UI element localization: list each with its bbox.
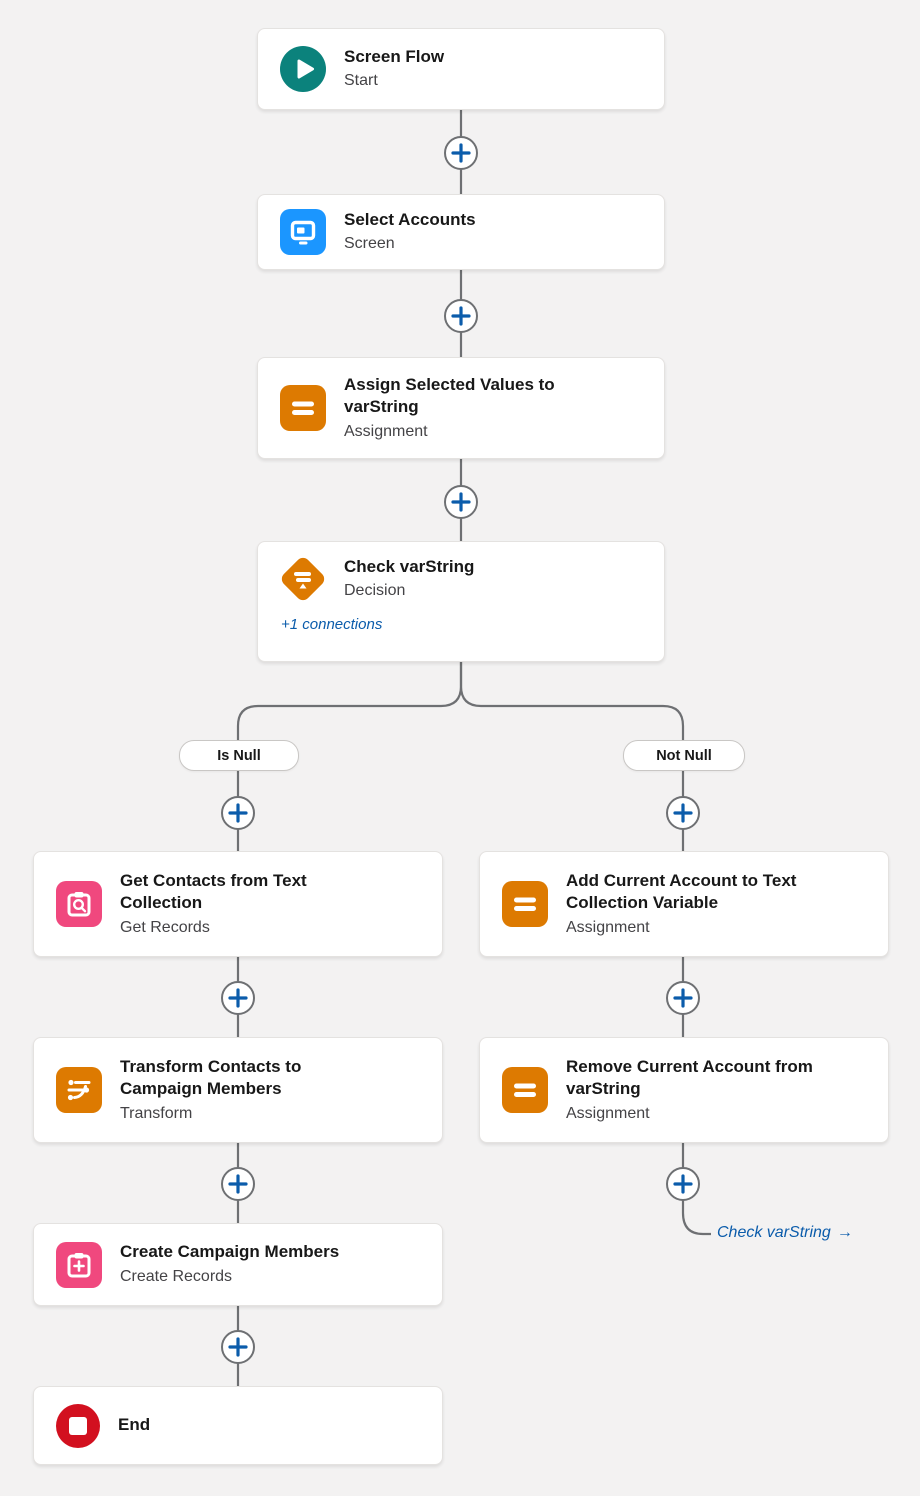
node-subtitle: Screen — [344, 235, 395, 253]
node-check-varstring-decision[interactable]: Check varString Decision +1 connections — [257, 541, 665, 662]
node-subtitle: Assignment — [344, 422, 428, 440]
decision-connections-link[interactable]: +1 connections — [281, 616, 383, 634]
node-title: Select Accounts — [344, 209, 476, 229]
add-element-button[interactable] — [666, 981, 700, 1015]
node-create-campaign-members[interactable]: Create Campaign Members Create Records — [33, 1223, 443, 1306]
goto-check-varstring-link[interactable]: Check varString → — [717, 1224, 853, 1242]
add-element-button[interactable] — [666, 1167, 700, 1201]
node-title: Get Contacts from Text Collection — [120, 870, 307, 913]
plus-icon — [451, 143, 471, 163]
branch-label-is-null[interactable]: Is Null — [179, 740, 299, 771]
node-title: Check varString — [344, 557, 475, 576]
add-element-button[interactable] — [666, 796, 700, 830]
add-element-button[interactable] — [444, 299, 478, 333]
node-subtitle: Create Records — [120, 1267, 233, 1285]
plus-icon — [451, 492, 471, 512]
add-element-button[interactable] — [221, 1167, 255, 1201]
node-subtitle: Assignment — [566, 1104, 650, 1122]
node-title: End — [118, 1415, 151, 1435]
node-title: Transform Contacts to Campaign Members — [120, 1056, 302, 1099]
node-subtitle: Decision — [344, 582, 406, 600]
plus-icon — [673, 988, 693, 1008]
decision-icon — [278, 555, 328, 604]
goto-label: Check varString — [717, 1224, 831, 1241]
node-subtitle: Assignment — [566, 918, 650, 936]
node-get-contacts[interactable]: Get Contacts from Text Collection Get Re… — [33, 851, 443, 957]
add-element-button[interactable] — [221, 1330, 255, 1364]
add-element-button[interactable] — [221, 796, 255, 830]
plus-icon — [673, 803, 693, 823]
node-remove-current-account[interactable]: Remove Current Account from varString As… — [479, 1037, 889, 1143]
add-element-button[interactable] — [444, 136, 478, 170]
node-screen-flow-start[interactable]: Screen Flow Start — [257, 28, 665, 110]
get-records-icon — [56, 881, 102, 927]
add-element-button[interactable] — [444, 485, 478, 519]
branch-label-not-null[interactable]: Not Null — [623, 740, 745, 771]
node-select-accounts[interactable]: Select Accounts Screen — [257, 194, 665, 270]
connector-path — [236, 661, 463, 851]
end-icon — [56, 1403, 100, 1448]
node-title: Screen Flow — [344, 46, 445, 66]
node-transform-contacts[interactable]: Transform Contacts to Campaign Members T… — [33, 1037, 443, 1143]
node-title: Remove Current Account from varString — [566, 1056, 813, 1099]
node-assign-selected-values[interactable]: Assign Selected Values to varString Assi… — [257, 357, 665, 459]
goto-arrow-icon: → — [836, 1224, 853, 1241]
connector-path — [681, 1142, 711, 1236]
plus-icon — [228, 803, 248, 823]
node-add-current-account[interactable]: Add Current Account to Text Collection V… — [479, 851, 889, 957]
node-title: Add Current Account to Text Collection V… — [566, 870, 797, 913]
add-element-button[interactable] — [221, 981, 255, 1015]
plus-icon — [228, 988, 248, 1008]
play-icon — [280, 46, 326, 92]
assignment-icon — [502, 881, 548, 927]
transform-icon — [56, 1067, 102, 1113]
screen-icon — [280, 209, 326, 255]
node-subtitle: Get Records — [120, 918, 210, 936]
plus-icon — [451, 306, 471, 326]
assignment-icon — [280, 385, 326, 431]
node-subtitle: Start — [344, 72, 378, 90]
node-end[interactable]: End — [33, 1386, 443, 1465]
plus-icon — [228, 1337, 248, 1357]
assignment-icon — [502, 1067, 548, 1113]
create-records-icon — [56, 1241, 102, 1288]
plus-icon — [673, 1174, 693, 1194]
plus-icon — [228, 1174, 248, 1194]
connector-path — [459, 661, 685, 851]
node-title: Assign Selected Values to varString — [344, 374, 555, 417]
node-title: Create Campaign Members — [120, 1242, 340, 1262]
node-subtitle: Transform — [120, 1104, 193, 1122]
